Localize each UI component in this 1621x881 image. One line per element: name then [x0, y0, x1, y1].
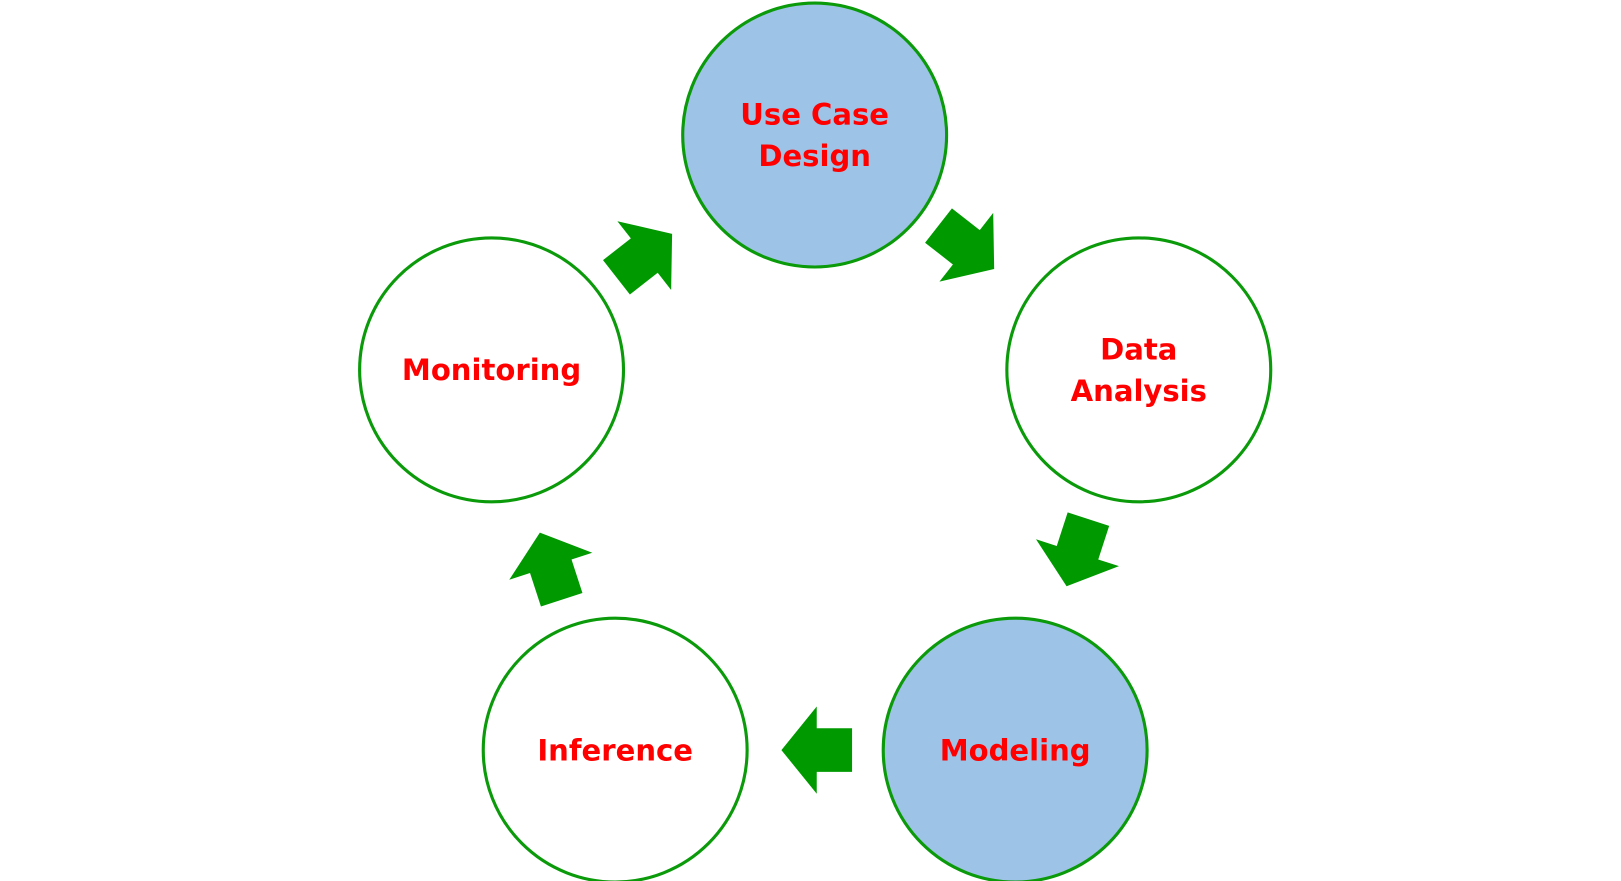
node-modeling: Modeling — [881, 616, 1149, 881]
node-monitoring: Monitoring — [358, 236, 626, 504]
arrow-data-analysis-to-modeling — [1036, 512, 1119, 587]
node-circle — [1005, 236, 1273, 504]
node-label: Data — [1100, 332, 1177, 366]
node-label: Use Case — [740, 98, 889, 132]
node-label: Monitoring — [402, 353, 581, 387]
arrow-inference-to-monitoring — [509, 532, 593, 607]
arrow-use-case-design-to-data-analysis — [925, 208, 995, 282]
node-label: Analysis — [1071, 374, 1207, 408]
node-circle — [481, 616, 749, 881]
arrow-monitoring-to-use-case-design — [603, 221, 673, 295]
node-label: Design — [758, 139, 871, 173]
node-circle — [881, 616, 1149, 881]
node-label: Inference — [537, 733, 693, 767]
arrow-modeling-to-inference — [781, 706, 853, 794]
node-circle — [358, 236, 626, 504]
node-inference: Inference — [481, 616, 749, 881]
node-label: Modeling — [940, 733, 1091, 767]
node-circle — [681, 1, 949, 269]
